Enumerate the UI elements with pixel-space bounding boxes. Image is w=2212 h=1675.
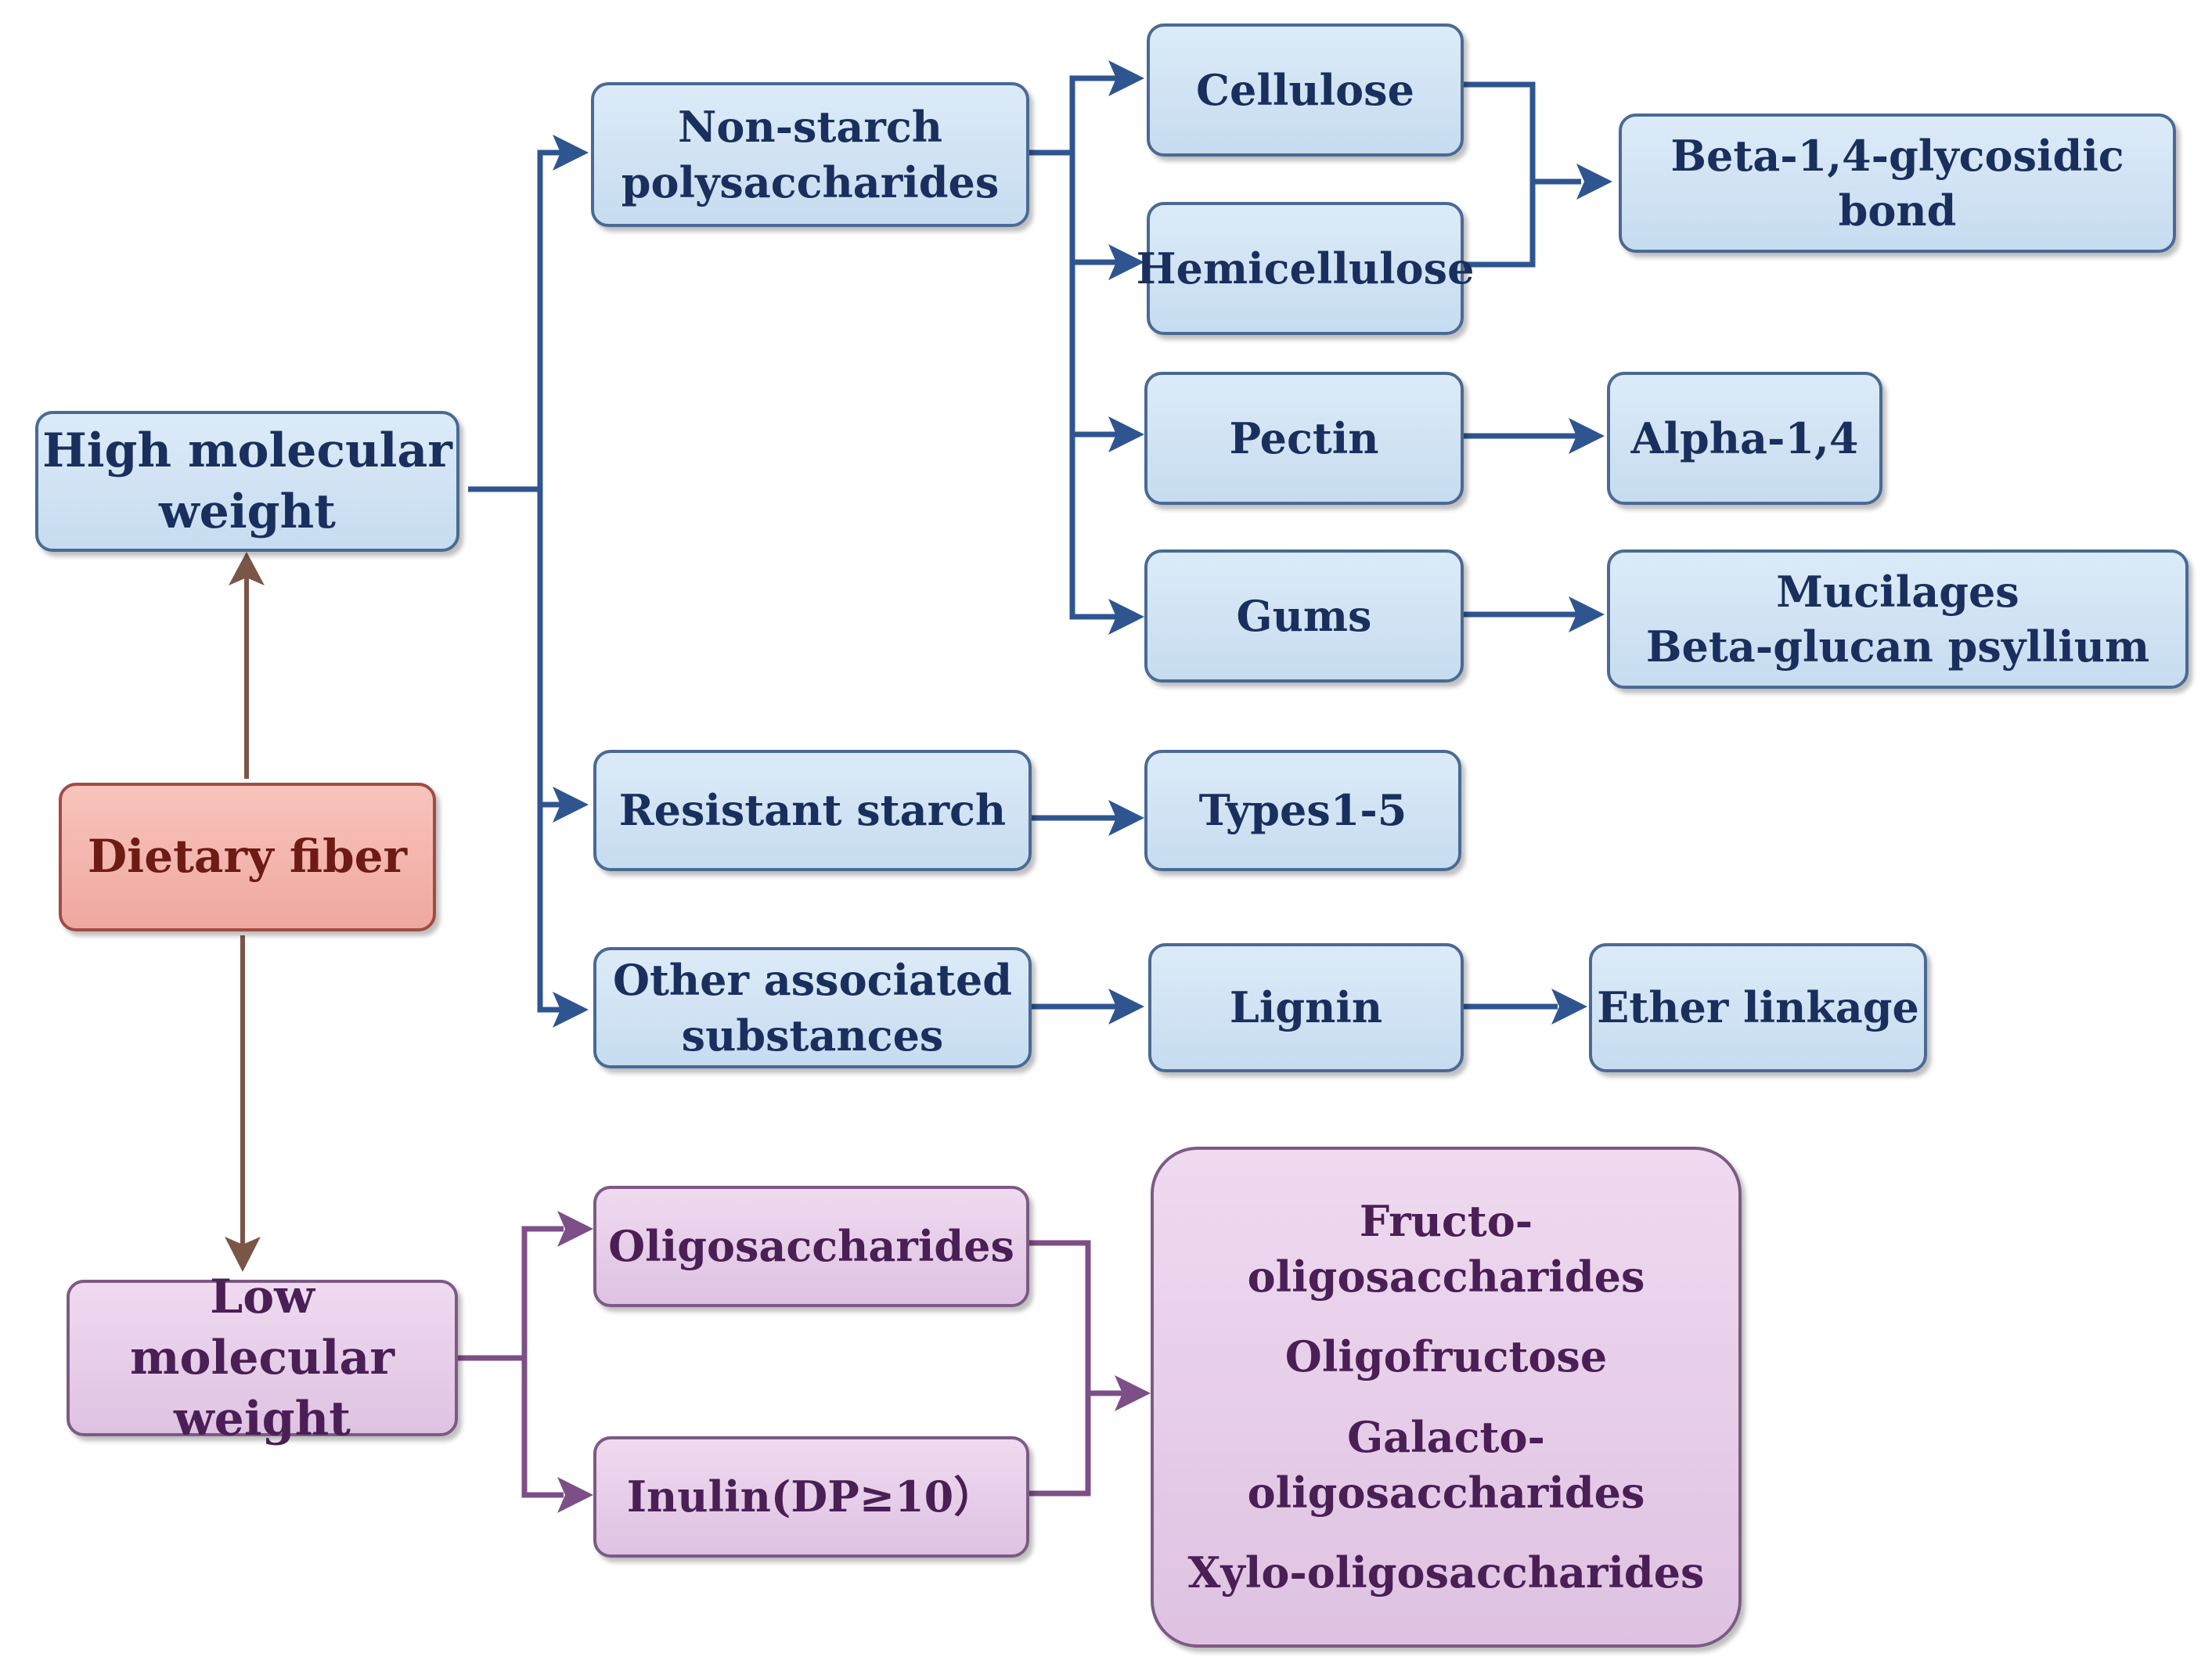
types-label: Types1-5 xyxy=(1198,785,1407,836)
other-assoc-line-2: substances xyxy=(681,1010,944,1061)
gums-node: Gums xyxy=(1144,549,1464,683)
oligo-item: Galacto-oligosaccharides xyxy=(1247,1412,1645,1518)
inulin-label: Inulin(DP≥10） xyxy=(626,1471,996,1522)
resistant-starch-node: Resistant starch xyxy=(593,750,1032,871)
non-starch-polysaccharides-node: Non-starch polysaccharides xyxy=(591,82,1029,227)
mucilages-line-1: Mucilages xyxy=(1776,566,2019,617)
brown-connectors xyxy=(240,571,249,1245)
high-mw-line-2: weight xyxy=(159,484,336,539)
types-node: Types1-5 xyxy=(1144,750,1461,871)
cellulose-label: Cellulose xyxy=(1196,64,1414,115)
oligosaccharide-types-node: Fructo-oligosaccharides Oligofructose Ga… xyxy=(1151,1147,1742,1648)
blue-arrowheads xyxy=(553,60,1612,1028)
purple-connectors xyxy=(458,1226,1127,1498)
oligosaccharides-node: Oligosaccharides xyxy=(593,1186,1029,1307)
beta-glycosidic-bond-node: Beta-1,4-glycosidic bond xyxy=(1619,113,2176,253)
hemicellulose-label: Hemicellulose xyxy=(1136,243,1475,294)
other-assoc-line-1: Other associated xyxy=(612,955,1013,1006)
non-starch-line-2: polysaccharides xyxy=(621,157,1000,207)
non-starch-line-1: Non-starch xyxy=(678,102,942,153)
lignin-label: Lignin xyxy=(1229,982,1383,1033)
ether-linkage-label: Ether linkage xyxy=(1597,982,1919,1033)
cellulose-node: Cellulose xyxy=(1147,23,1464,157)
mucilages-node: Mucilages Beta-glucan psyllium xyxy=(1607,549,2189,689)
pectin-label: Pectin xyxy=(1229,412,1379,463)
beta-bond-label: Beta-1,4-glycosidic bond xyxy=(1670,130,2124,236)
hemicellulose-node: Hemicellulose xyxy=(1137,202,1474,335)
oligosaccharides-label: Oligosaccharides xyxy=(608,1221,1014,1272)
alpha-node: Alpha-1,4 xyxy=(1607,372,1882,505)
oligo-item: Xylo-oligosaccharides xyxy=(1187,1547,1705,1598)
oligo-item: Fructo-oligosaccharides xyxy=(1247,1196,1645,1302)
low-mw-line-1: Low molecular xyxy=(130,1270,394,1385)
pectin-node: Pectin xyxy=(1144,372,1464,505)
alpha-label: Alpha-1,4 xyxy=(1630,412,1859,463)
blue-connectors xyxy=(468,75,1581,1013)
brown-arrowheads xyxy=(225,552,265,1272)
low-molecular-weight-node: Low molecular weight xyxy=(67,1270,458,1446)
other-associated-substances-node: Other associated substances xyxy=(593,947,1032,1068)
lignin-node: Lignin xyxy=(1148,943,1464,1072)
purple-arrowheads xyxy=(557,1211,1151,1513)
mucilages-line-2: Beta-glucan psyllium xyxy=(1645,621,2150,672)
dietary-fiber-label: Dietary fiber xyxy=(87,830,408,884)
resistant-starch-label: Resistant starch xyxy=(618,785,1007,836)
inulin-node: Inulin(DP≥10） xyxy=(593,1436,1029,1558)
high-molecular-weight-node: High molecular weight xyxy=(35,411,459,552)
high-mw-line-1: High molecular xyxy=(42,423,452,478)
oligo-item: Oligofructose xyxy=(1284,1331,1608,1382)
dietary-fiber-node: Dietary fiber xyxy=(59,783,436,931)
low-mw-line-2: weight xyxy=(174,1392,351,1446)
gums-label: Gums xyxy=(1236,590,1372,641)
ether-linkage-node: Ether linkage xyxy=(1589,943,1927,1072)
